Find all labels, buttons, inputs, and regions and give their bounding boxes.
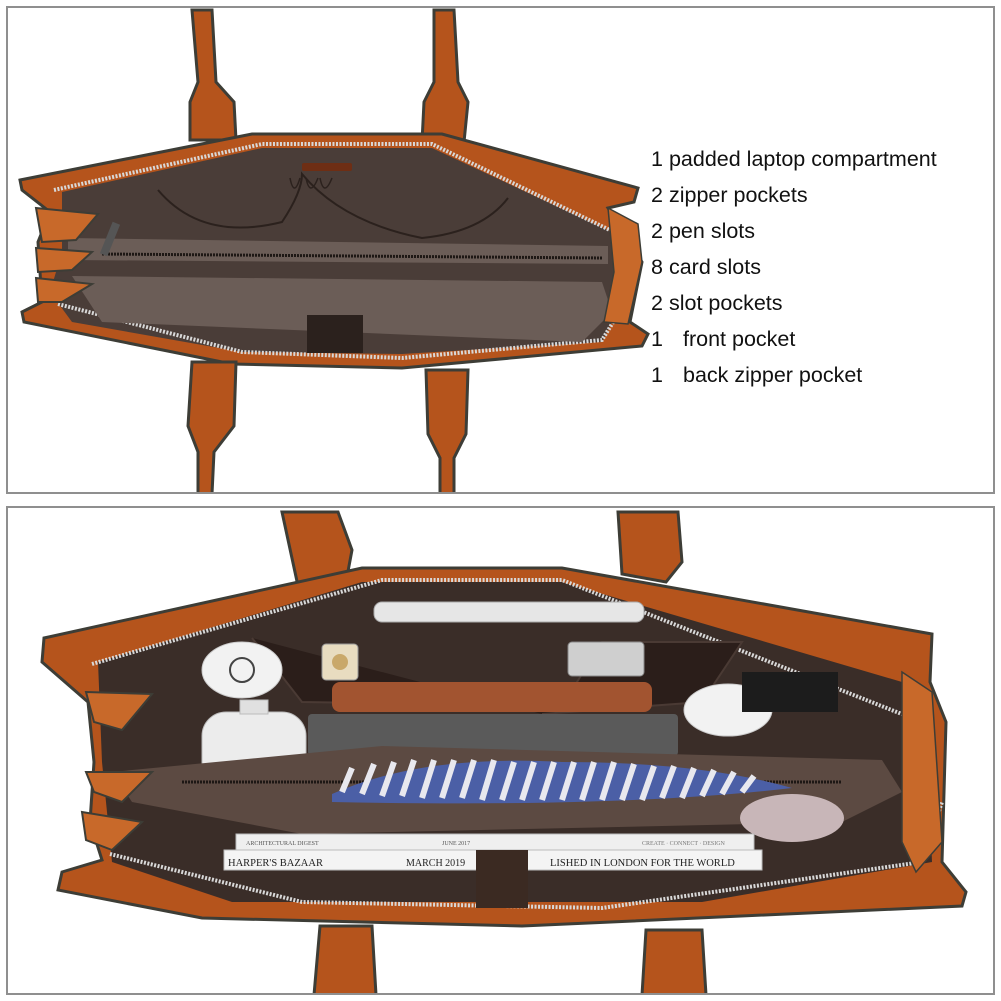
handle-top-left — [188, 8, 238, 142]
handle-bottom-right — [424, 368, 470, 492]
magazine-spine-text: LISHED IN LONDON FOR THE WORLD — [550, 858, 735, 869]
magazine-spine-text: ARCHITECTURAL DIGEST — [246, 841, 319, 847]
laptop-strap — [476, 850, 528, 908]
tablet — [373, 601, 645, 623]
compact-left — [201, 641, 283, 699]
magazine-spine-text: HARPER'S BAZAAR — [228, 858, 323, 869]
product-photo-top-panel — [6, 6, 995, 494]
briefcase-empty-illustration — [18, 8, 650, 492]
handle-top-right — [420, 8, 470, 144]
handle-bottom-left — [186, 360, 238, 492]
laptop-strap — [307, 315, 363, 353]
handle-bottom-right — [640, 928, 708, 993]
cream-jar — [567, 641, 645, 677]
product-photo-bottom-panel: ARCHITECTURAL DIGEST JUNE 2017 CREATE · … — [6, 506, 995, 995]
briefcase-packed-illustration: ARCHITECTURAL DIGEST JUNE 2017 CREATE · … — [40, 510, 968, 993]
pink-pouch — [740, 794, 844, 842]
brand-tab — [302, 163, 352, 171]
leather-notebook — [332, 682, 652, 712]
magazine-spine-text: JUNE 2017 — [442, 841, 470, 847]
zipper-pull — [99, 221, 121, 257]
magazine-spine-text: MARCH 2019 — [406, 858, 465, 869]
grey-wallet — [308, 714, 678, 756]
striped-scarf — [332, 759, 792, 804]
handle-bottom-left — [312, 924, 378, 993]
magazine-spine-text: CREATE · CONNECT · DESIGN — [642, 841, 726, 847]
black-case — [742, 672, 838, 712]
handle-top-left — [280, 510, 354, 588]
handle-top-right — [616, 510, 684, 584]
